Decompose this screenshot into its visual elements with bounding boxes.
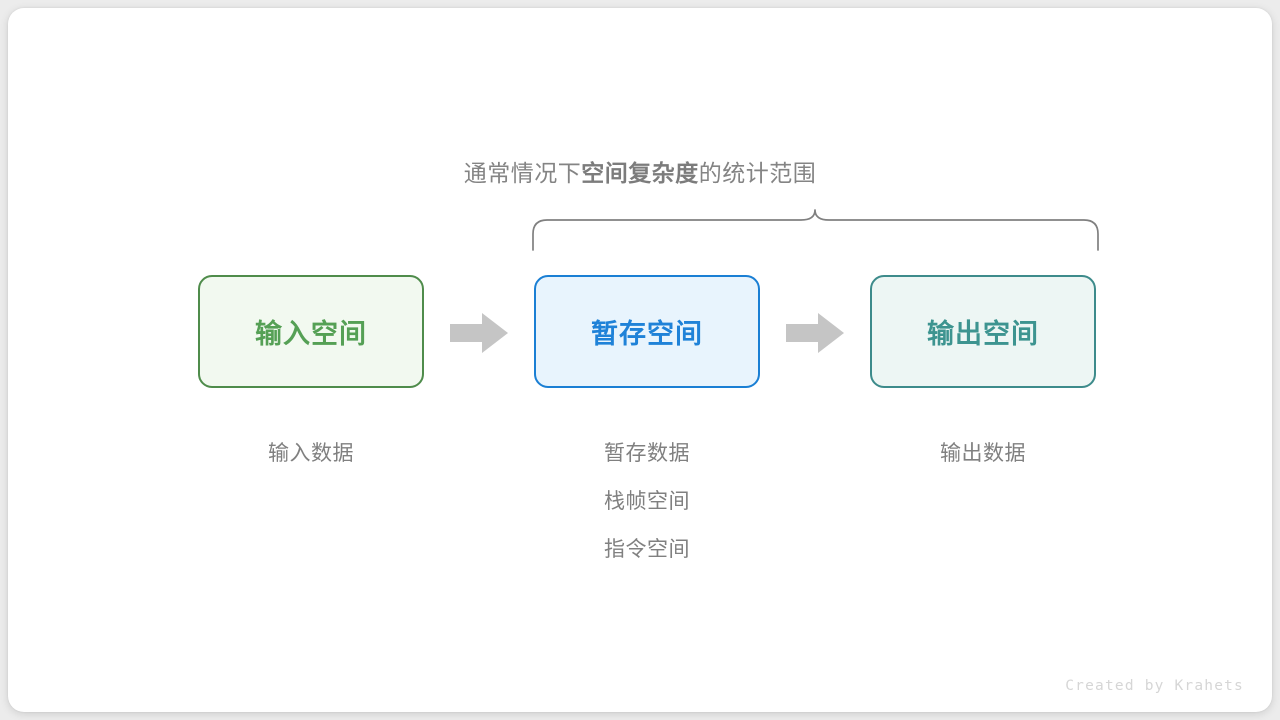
arrow-right-icon bbox=[786, 313, 844, 353]
caption-output: 输出数据 bbox=[870, 430, 1096, 478]
box-input-space-label: 输入空间 bbox=[255, 319, 367, 349]
brace-title: 通常情况下空间复杂度的统计范围 bbox=[8, 154, 1272, 188]
box-input-space[interactable]: 输入空间 bbox=[198, 275, 424, 388]
caption-temp: 暂存数据 栈帧空间 指令空间 bbox=[534, 430, 760, 574]
title-prefix: 通常情况下 bbox=[463, 160, 582, 186]
scope-brace-icon bbox=[532, 209, 1099, 251]
box-temp-space-label: 暂存空间 bbox=[591, 319, 703, 349]
caption-input: 输入数据 bbox=[198, 430, 424, 478]
title-suffix: 的统计范围 bbox=[698, 160, 817, 186]
caption-line: 指令空间 bbox=[604, 538, 690, 561]
watermark: Created by Krahets bbox=[1065, 678, 1244, 694]
caption-line: 输出数据 bbox=[940, 442, 1026, 465]
box-temp-space[interactable]: 暂存空间 bbox=[534, 275, 760, 388]
caption-line: 输入数据 bbox=[268, 442, 354, 465]
caption-line: 暂存数据 bbox=[604, 442, 690, 465]
box-output-space[interactable]: 输出空间 bbox=[870, 275, 1096, 388]
box-output-space-label: 输出空间 bbox=[927, 319, 1039, 349]
caption-line: 栈帧空间 bbox=[604, 490, 690, 513]
title-emphasis: 空间复杂度 bbox=[581, 160, 699, 186]
arrow-right-icon bbox=[450, 313, 508, 353]
diagram-card: 通常情况下空间复杂度的统计范围 输入空间 暂存空间 输出空间 输入数据 暂存数据… bbox=[8, 8, 1272, 712]
